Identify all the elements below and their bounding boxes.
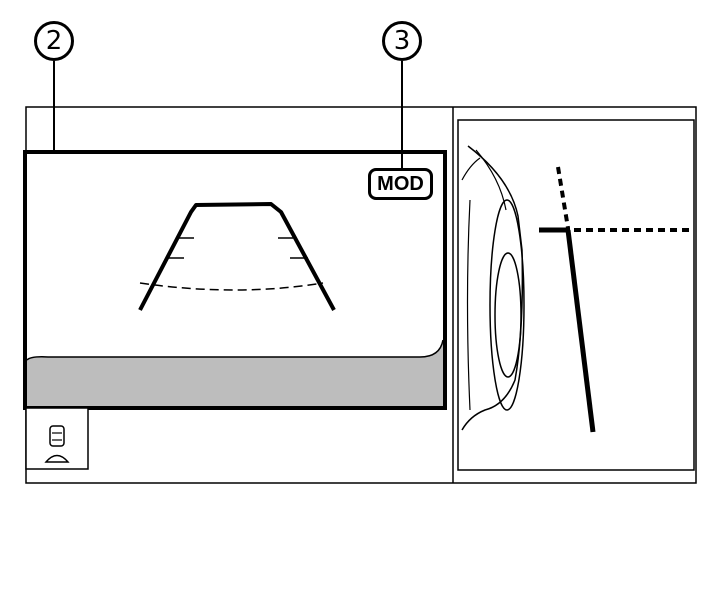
mode-badge: MOD (368, 168, 433, 200)
ground-band (27, 340, 443, 406)
callout-2: 2 (34, 21, 74, 61)
guide-solid-long (565, 229, 596, 433)
guide-vertical-dashed (556, 166, 570, 229)
callout-2-leader (53, 61, 55, 153)
guide-lines (138, 202, 336, 311)
vehicle-icon-box (25, 407, 89, 470)
vehicle-body-outline (461, 145, 524, 431)
wheel (466, 199, 525, 411)
callout-2-label: 2 (45, 26, 63, 56)
car-top-view-icon (44, 425, 70, 463)
callout-3: 3 (382, 21, 422, 61)
side-camera-view (457, 119, 695, 471)
callout-3-label: 3 (393, 26, 411, 56)
mode-badge-label: MOD (377, 172, 424, 195)
callout-3-leader (401, 61, 403, 168)
